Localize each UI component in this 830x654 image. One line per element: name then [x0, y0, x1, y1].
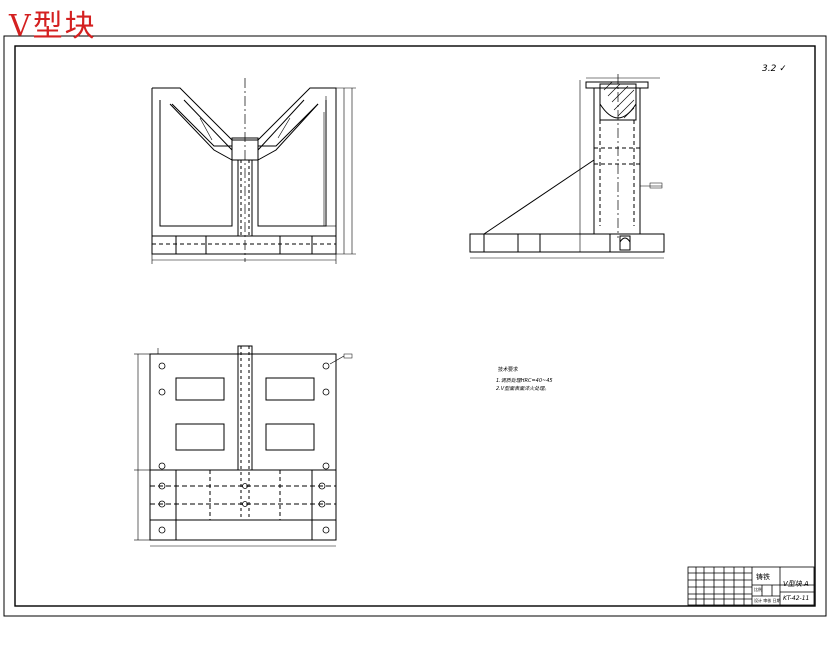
inner-border	[14, 45, 816, 607]
tech-requirement-line-2: 2.V型面表面淬火处理。	[496, 386, 550, 392]
title-block-part-name: V型块 A	[783, 580, 809, 588]
title-block-designer-row: 设计 审核 日期	[754, 598, 781, 603]
title-block-scale-label: 比例	[754, 587, 762, 592]
front-view	[151, 78, 356, 264]
roughness-note: 3.2 ✓	[762, 64, 787, 74]
title-block	[687, 566, 815, 606]
side-view	[469, 74, 665, 259]
top-view-holes	[158, 362, 330, 534]
title-block-material: 铸铁	[756, 573, 770, 581]
side-view-hatch	[603, 81, 635, 119]
checkmark-icon: ✓	[779, 64, 787, 74]
roughness-value: 3.2	[762, 64, 777, 74]
tech-requirements-heading: 技术要求	[498, 367, 519, 373]
top-view	[134, 345, 353, 547]
outer-border	[3, 35, 827, 617]
tech-requirement-line-1: 1.调质处理HRC=40~45	[496, 378, 553, 384]
stamp-title: V型块	[9, 9, 97, 44]
title-block-drawing-no: KT-42-11	[783, 595, 810, 602]
